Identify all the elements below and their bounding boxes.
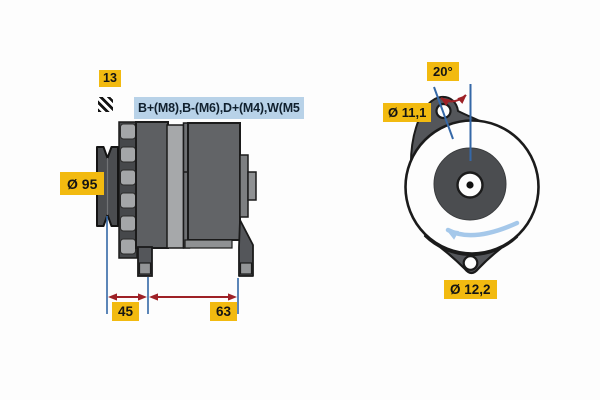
upper-hole-diameter-label: Ø 11,1 xyxy=(383,103,432,122)
alternator-side-view xyxy=(96,121,257,277)
terminals-label: B+(M8),B-(M6),D+(M4),W(M5 xyxy=(134,97,304,119)
alternator-front-view xyxy=(404,95,540,275)
front-housing xyxy=(135,121,169,249)
stator-band xyxy=(166,124,185,249)
shaft-center-dot xyxy=(466,181,474,189)
dimension-arrow-63 xyxy=(149,293,237,301)
extension-lines xyxy=(106,216,239,314)
angle-arrow-20deg xyxy=(440,94,467,106)
fan-rib-column xyxy=(118,121,138,259)
terminal-block xyxy=(239,154,249,218)
fan-ribs xyxy=(120,123,136,255)
rear-foot-bushing xyxy=(239,262,253,275)
position-ref-label: 13 xyxy=(99,70,121,87)
rear-mount-foot xyxy=(238,219,254,277)
lower-hole-diameter-label: Ø 12,2 xyxy=(444,280,497,299)
angled-reference-line xyxy=(433,86,454,140)
rear-housing xyxy=(187,122,241,241)
dimension-45-label: 45 xyxy=(112,302,140,321)
front-view-dimensions xyxy=(433,84,472,161)
side-view-dimensions xyxy=(106,216,239,314)
front-foot-bushing xyxy=(138,262,152,275)
dimension-arrow-45 xyxy=(108,293,147,301)
terminal-stud xyxy=(247,171,257,201)
pulley-diameter-label: Ø 95 xyxy=(60,172,105,195)
dimension-63-label: 63 xyxy=(210,302,238,321)
rotation-direction-arrow-icon xyxy=(445,220,520,240)
rear-bottom-strip xyxy=(184,239,233,249)
mount-angle-label: 20° xyxy=(427,62,459,81)
lower-mount-hole xyxy=(462,255,479,271)
hatch-pattern-icon xyxy=(98,97,113,112)
